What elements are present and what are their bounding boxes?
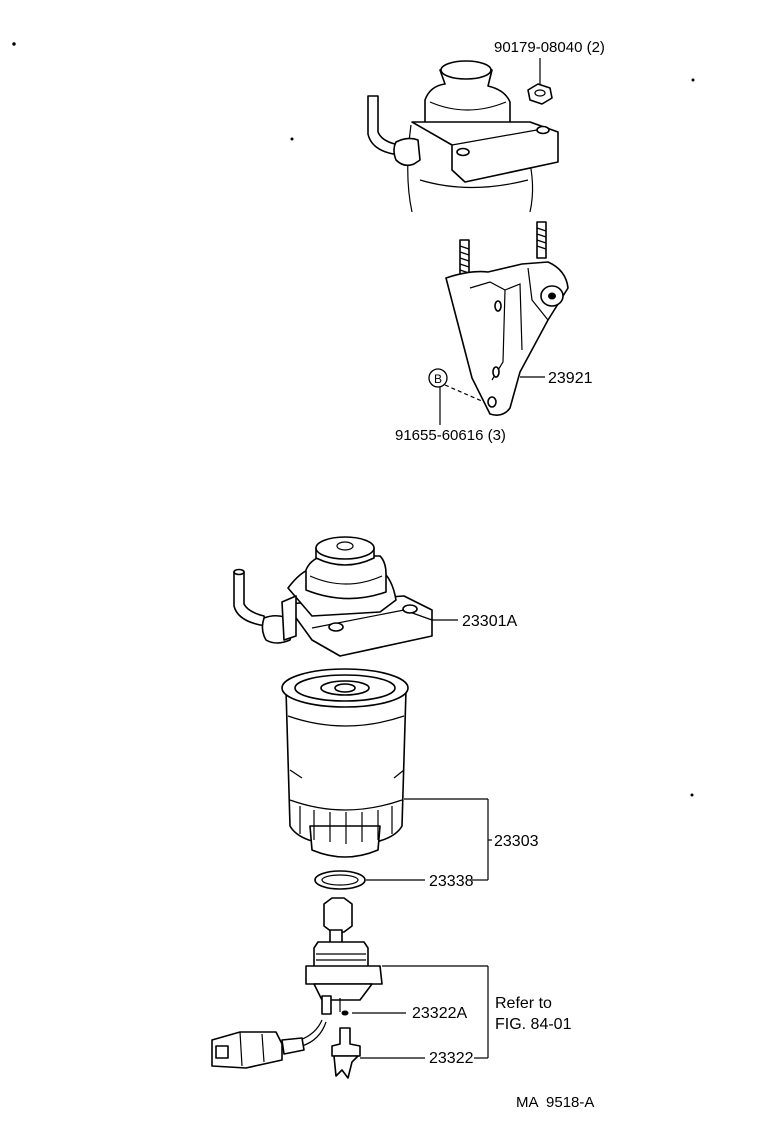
small-plug-part-number: 23322A [412, 1005, 467, 1022]
refer-to-label: Refer to [495, 995, 552, 1012]
installed-filter-head-drawing [367, 60, 559, 213]
filter-head-part-number: 23301A [462, 613, 517, 630]
scan-specks [12, 42, 695, 797]
plug-part-number: 23322 [429, 1050, 474, 1067]
filter-element-part-number: 23303 [494, 833, 539, 850]
filter-element-drawing [281, 668, 409, 858]
filter-head-drawing [233, 536, 433, 657]
refer-figure-label: FIG. 84-01 [495, 1016, 572, 1033]
o-ring-part-number: 23338 [429, 873, 474, 890]
o-ring-drawing [314, 870, 366, 890]
bolt-marker-circle [428, 368, 448, 388]
bolt-part-number: 91655-60616 (3) [395, 427, 506, 444]
figure-code: MA 9518-A [516, 1094, 594, 1111]
drain-plug-drawing [211, 897, 383, 1079]
nut-part-number: 90179-08040 (2) [494, 39, 605, 56]
bolt-marker-letter: B [434, 372, 442, 386]
bracket-drawing [445, 221, 569, 416]
leader-lines [352, 58, 545, 1059]
bracket-part-number: 23921 [548, 370, 593, 387]
